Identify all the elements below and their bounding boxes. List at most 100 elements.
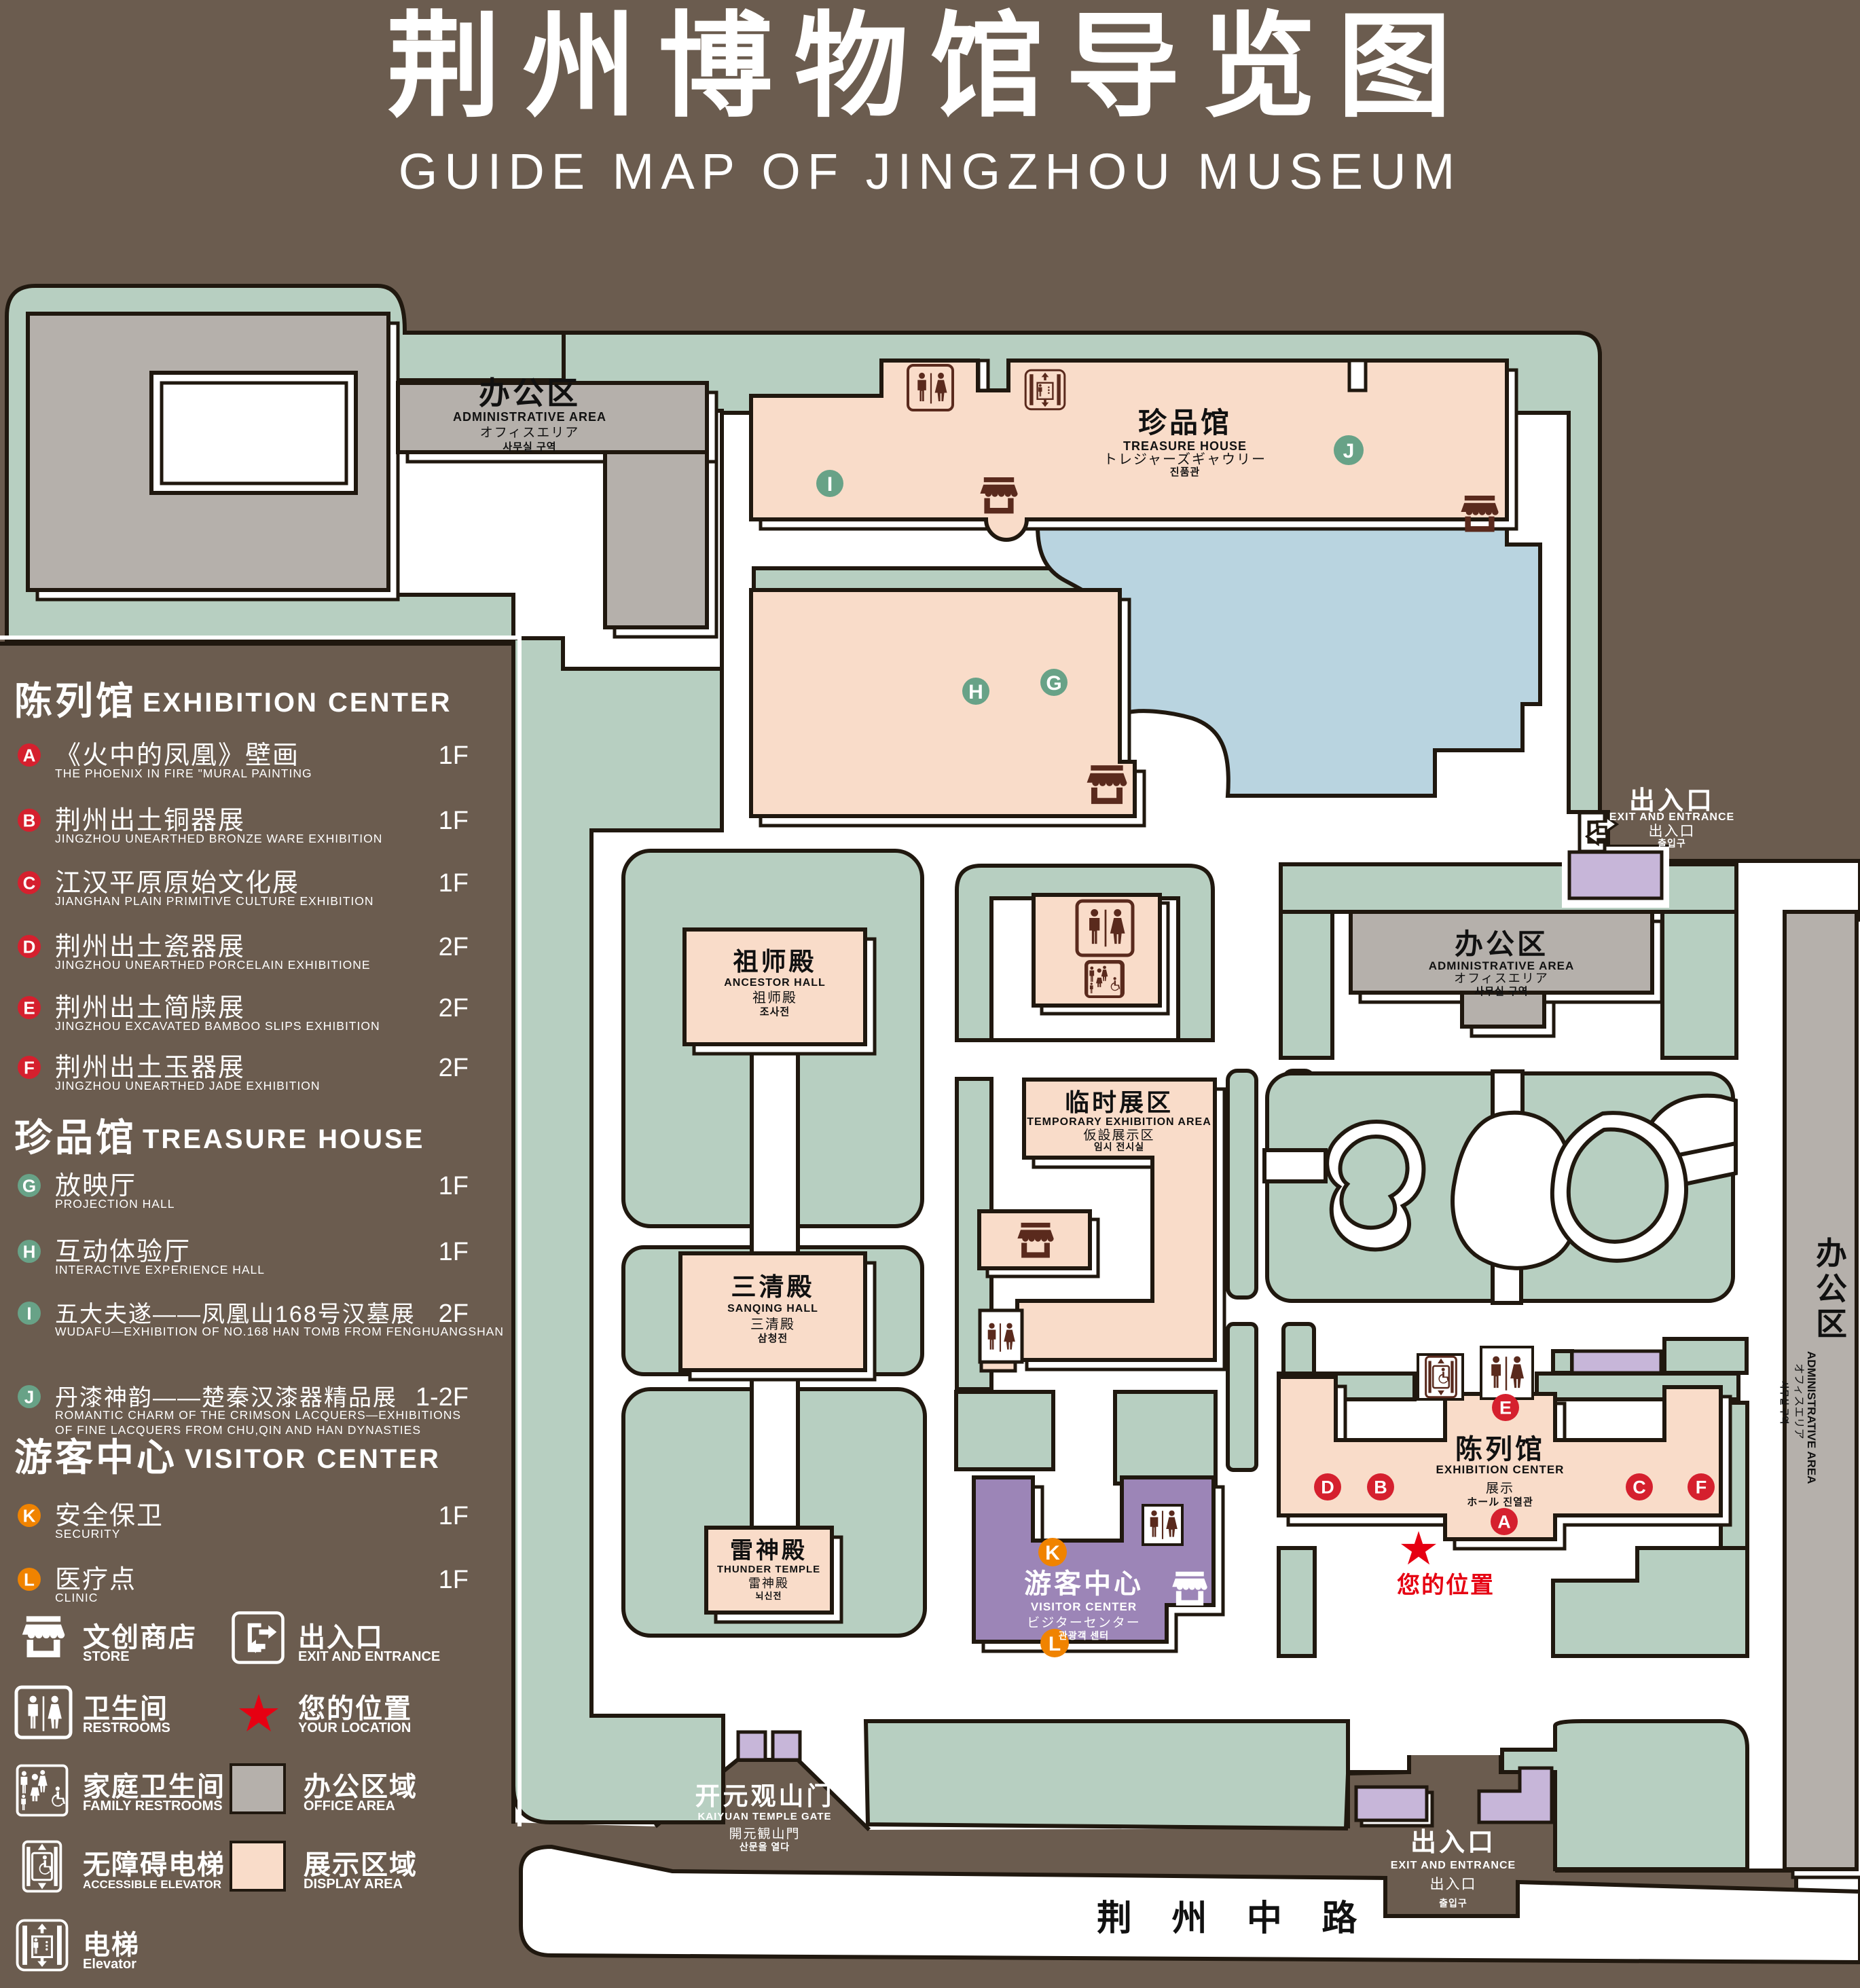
svg-text:ACCESSIBLE ELEVATOR: ACCESSIBLE ELEVATOR [83, 1878, 221, 1891]
svg-text:INTERACTIVE EXPERIENCE HALL: INTERACTIVE EXPERIENCE HALL [55, 1263, 265, 1276]
svg-text:无障碍电梯: 无障碍电梯 [83, 1850, 225, 1880]
svg-text:I: I [827, 473, 833, 496]
svg-text:陈列馆: 陈列馆 [1455, 1435, 1545, 1465]
svg-text:JINGZHOU UNEARTHED PORCELAIN E: JINGZHOU UNEARTHED PORCELAIN EXHIBITIONE [55, 958, 371, 972]
svg-text:관광객 센터: 관광객 센터 [1059, 1630, 1109, 1641]
svg-text:H: H [968, 681, 983, 703]
svg-text:FAMILY RESTROOMS: FAMILY RESTROOMS [83, 1799, 223, 1814]
svg-text:D: D [1321, 1477, 1334, 1498]
svg-text:EXIT AND ENTRANCE: EXIT AND ENTRANCE [1609, 811, 1734, 823]
svg-text:电梯: 电梯 [83, 1930, 140, 1960]
svg-text:E: E [23, 997, 35, 1018]
svg-text:A: A [1497, 1512, 1511, 1532]
svg-text:C: C [1633, 1477, 1646, 1498]
svg-text:游客中心: 游客中心 [14, 1436, 177, 1479]
svg-text:PROJECTION HALL: PROJECTION HALL [55, 1197, 175, 1211]
svg-text:1F: 1F [439, 1238, 469, 1266]
svg-text:진품관: 진품관 [1170, 466, 1200, 478]
svg-text:安全保卫: 安全保卫 [55, 1502, 164, 1530]
svg-text:C: C [23, 872, 36, 893]
svg-text:VISITOR CENTER: VISITOR CENTER [1031, 1600, 1137, 1613]
svg-text:陈列馆: 陈列馆 [14, 680, 136, 722]
svg-text:三清殿: 三清殿 [731, 1273, 815, 1301]
svg-text:互动体验厅: 互动体验厅 [55, 1238, 191, 1266]
svg-text:1F: 1F [439, 1566, 469, 1594]
svg-text:A: A [23, 745, 36, 765]
svg-text:卫生间: 卫生间 [83, 1694, 168, 1724]
svg-text:ROMANTIC CHARM OF THE CRIMSON: ROMANTIC CHARM OF THE CRIMSON LACQUERS—E… [55, 1408, 461, 1422]
svg-text:ホール 진열관: ホール 진열관 [1467, 1496, 1533, 1508]
svg-text:YOUR LOCATION: YOUR LOCATION [298, 1720, 411, 1735]
svg-text:WUDAFU—EXHIBITION OF NO.168 HA: WUDAFU—EXHIBITION OF NO.168 HAN TOMB FRO… [55, 1325, 504, 1338]
svg-text:OFFICE AREA: OFFICE AREA [304, 1799, 395, 1814]
svg-text:L: L [24, 1569, 35, 1589]
svg-text:STORE: STORE [83, 1649, 130, 1664]
svg-text:THUNDER TEMPLE: THUNDER TEMPLE [717, 1564, 820, 1575]
svg-text:Elevator: Elevator [83, 1957, 136, 1972]
svg-text:オフィスエリア: オフィスエリア [480, 426, 580, 440]
svg-text:B: B [23, 810, 36, 830]
svg-text:EXIT AND ENTRANCE: EXIT AND ENTRANCE [1391, 1860, 1516, 1871]
svg-text:荆州出土铜器展: 荆州出土铜器展 [55, 807, 245, 835]
svg-text:办公区: 办公区 [479, 375, 581, 411]
svg-text:雷神殿: 雷神殿 [730, 1538, 807, 1564]
svg-text:출입구: 출입구 [1658, 838, 1686, 849]
svg-text:조사전: 조사전 [760, 1006, 790, 1018]
svg-text:GUIDE MAP OF JINGZHOU MUSEUM: GUIDE MAP OF JINGZHOU MUSEUM [399, 143, 1461, 200]
svg-text:游客中心: 游客中心 [1024, 1569, 1144, 1599]
svg-text:TREASURE HOUSE: TREASURE HOUSE [1123, 439, 1247, 453]
svg-text:삼청전: 삼청전 [758, 1333, 788, 1344]
svg-text:사무실 구역: 사무실 구역 [1779, 1381, 1789, 1424]
svg-text:1F: 1F [439, 1502, 469, 1530]
svg-text:トレジャーズギャウリー: トレジャーズギャウリー [1104, 452, 1266, 467]
svg-text:1F: 1F [439, 807, 469, 835]
svg-text:出入口: 出入口 [1410, 1828, 1496, 1857]
svg-text:放映厅: 放映厅 [55, 1172, 136, 1200]
svg-text:临时展区: 临时展区 [1065, 1088, 1173, 1116]
svg-text:办公区: 办公区 [1455, 928, 1548, 960]
svg-text:F: F [24, 1057, 35, 1078]
svg-text:K: K [23, 1505, 36, 1526]
svg-text:丹漆神韵——楚秦汉漆器精品展: 丹漆神韵——楚秦汉漆器精品展 [55, 1385, 397, 1411]
svg-text:出入口: 出入口 [1430, 1877, 1477, 1892]
svg-text:ADMINISTRATIVE AREA: ADMINISTRATIVE AREA [453, 410, 606, 424]
svg-text:オフィスエリア: オフィスエリア [1454, 972, 1549, 985]
svg-text:K: K [1045, 1542, 1060, 1564]
svg-text:オフィスエリア: オフィスエリア [1793, 1363, 1804, 1439]
svg-text:DISPLAY AREA: DISPLAY AREA [304, 1877, 403, 1892]
svg-text:荆州出土玉器展: 荆州出土玉器展 [55, 1054, 245, 1082]
svg-text:办: 办 [1816, 1236, 1847, 1271]
svg-text:JIANGHAN PLAIN PRIMITIVE CULTU: JIANGHAN PLAIN PRIMITIVE CULTURE EXHIBIT… [55, 894, 374, 908]
svg-text:VISITOR CENTER: VISITOR CENTER [185, 1444, 441, 1474]
svg-text:祖师殿: 祖师殿 [733, 948, 817, 976]
svg-text:ADMINISTRATIVE AREA: ADMINISTRATIVE AREA [1805, 1351, 1818, 1484]
svg-text:D: D [23, 936, 36, 957]
svg-text:您的位置: 您的位置 [1397, 1572, 1495, 1598]
svg-text:L: L [1048, 1633, 1061, 1655]
svg-text:2F: 2F [439, 1054, 469, 1082]
svg-text:EXHIBITION CENTER: EXHIBITION CENTER [1436, 1463, 1565, 1476]
svg-text:展示区域: 展示区域 [304, 1850, 418, 1880]
svg-text:TEMPORARY EXHIBITION AREA: TEMPORARY EXHIBITION AREA [1027, 1116, 1211, 1128]
svg-text:J: J [24, 1386, 34, 1407]
svg-text:G: G [1046, 672, 1061, 695]
svg-text:2F: 2F [439, 994, 469, 1023]
svg-text:《火中的凤凰》壁画: 《火中的凤凰》壁画 [55, 741, 299, 770]
svg-text:H: H [23, 1241, 36, 1262]
svg-text:ADMINISTRATIVE AREA: ADMINISTRATIVE AREA [1429, 959, 1575, 972]
svg-text:출입구: 출입구 [1439, 1898, 1467, 1909]
svg-text:SANQING HALL: SANQING HALL [727, 1303, 818, 1314]
svg-text:I: I [26, 1303, 31, 1323]
svg-text:公: 公 [1816, 1271, 1847, 1306]
svg-text:仮設展示区: 仮設展示区 [1083, 1128, 1154, 1143]
svg-text:F: F [1696, 1477, 1707, 1498]
svg-text:祖师殿: 祖师殿 [752, 990, 797, 1006]
svg-text:B: B [1374, 1477, 1387, 1498]
svg-text:2F: 2F [439, 1300, 469, 1328]
svg-text:J: J [1343, 440, 1355, 462]
svg-text:展示: 展示 [1486, 1481, 1514, 1496]
svg-text:사무실 구역: 사무실 구역 [1474, 986, 1528, 997]
svg-text:SECURITY: SECURITY [55, 1527, 120, 1541]
svg-text:산문을 열다: 산문을 열다 [740, 1841, 790, 1852]
svg-text:1F: 1F [439, 869, 469, 898]
